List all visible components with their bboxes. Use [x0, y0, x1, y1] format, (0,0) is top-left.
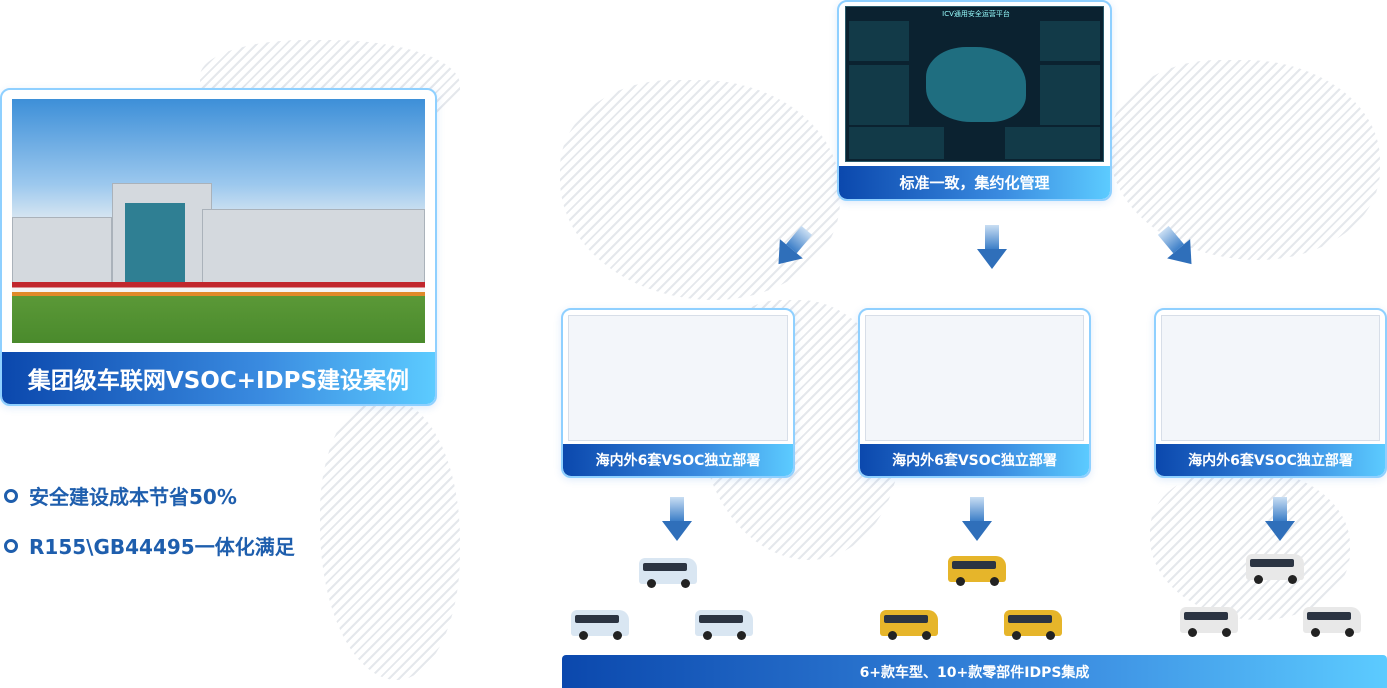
regional-label: 海内外6套VSOC独立部署 — [563, 444, 793, 476]
factory-photo — [12, 99, 425, 343]
bus-image — [948, 556, 1006, 586]
regional-label: 海内外6套VSOC独立部署 — [1156, 444, 1385, 476]
arrow-down-icon — [1265, 497, 1295, 543]
circle-icon — [4, 538, 18, 553]
bus-image — [695, 610, 753, 640]
arrow-down-icon — [662, 497, 692, 543]
dashboard-screenshot: ICV通用安全运营平台 — [845, 6, 1104, 162]
case-title: 集团级车联网VSOC+IDPS建设案例 — [2, 352, 435, 404]
regional-label: 海内外6套VSOC独立部署 — [860, 444, 1089, 476]
arrow-down-icon — [977, 225, 1007, 271]
vsoc-screenshot — [1161, 315, 1380, 441]
bus-image — [1246, 554, 1304, 584]
bus-image — [571, 610, 629, 640]
bus-image — [1004, 610, 1062, 640]
bus-image — [1180, 607, 1238, 637]
vsoc-screenshot — [568, 315, 788, 441]
bullet-compliance: R155\GB44495一体化满足 — [4, 531, 295, 560]
bullet-text: R155\GB44495一体化满足 — [29, 535, 295, 559]
bottom-bar: 6+款车型、10+款零部件IDPS集成 — [562, 655, 1387, 688]
circle-icon — [4, 488, 18, 503]
regional-card-3: 海内外6套VSOC独立部署 — [1154, 308, 1387, 478]
arrow-down-icon — [962, 497, 992, 543]
central-label: 标准一致，集约化管理 — [839, 166, 1110, 199]
bus-image — [880, 610, 938, 640]
bus-image — [639, 558, 697, 588]
regional-card-2: 海内外6套VSOC独立部署 — [858, 308, 1091, 478]
bullet-cost: 安全建设成本节省50% — [4, 481, 237, 510]
screen-title: ICV通用安全运营平台 — [942, 10, 1010, 18]
regional-card-1: 海内外6套VSOC独立部署 — [561, 308, 795, 478]
vsoc-screenshot — [865, 315, 1084, 441]
central-platform-card: ICV通用安全运营平台 标准一致，集约化管理 — [837, 0, 1112, 201]
bus-image — [1303, 607, 1361, 637]
bullet-text: 安全建设成本节省50% — [29, 485, 237, 509]
case-card: 集团级车联网VSOC+IDPS建设案例 — [0, 88, 437, 406]
